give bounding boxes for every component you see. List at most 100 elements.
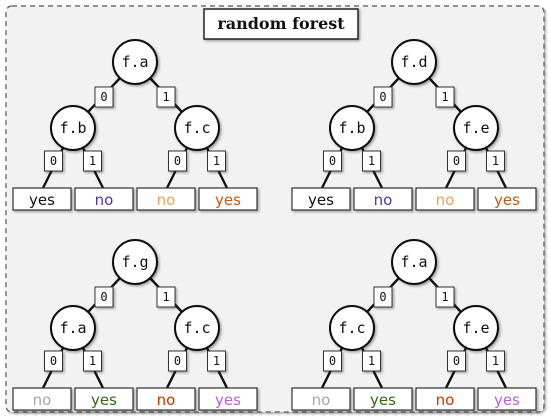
leaf-2: no <box>353 187 413 211</box>
edge-label-left-right-text: 1 <box>89 354 96 368</box>
leaf-label: no <box>374 191 393 209</box>
tree-2: 0 1 0 1 0 1 f.d f.b f.e yes no no yes <box>291 39 537 211</box>
edge-label-right-left: 0 <box>447 350 466 372</box>
leaf-3: no <box>415 387 475 411</box>
right-node: f.e <box>453 105 499 151</box>
edge-label-root-right-text: 1 <box>162 290 169 304</box>
left-node: f.c <box>329 305 375 351</box>
leaf-label: no <box>436 391 455 409</box>
leaf-label: no <box>95 191 114 209</box>
left-node: f.b <box>50 105 96 151</box>
edge-label-left-right-text: 1 <box>368 154 375 168</box>
right-node: f.c <box>174 305 220 351</box>
root-node-label: f.a <box>121 53 148 71</box>
edge-label-root-left-text: 0 <box>100 90 107 104</box>
edge-label-root-right: 1 <box>435 86 455 108</box>
edge-label-left-left: 0 <box>323 350 342 372</box>
edge-label-right-left-text: 0 <box>453 154 460 168</box>
edge-label-right-left: 0 <box>168 350 187 372</box>
root-node-label: f.d <box>400 53 427 71</box>
root-node-label: f.g <box>121 253 148 271</box>
leaf-label: no <box>33 391 52 409</box>
leaf-2: yes <box>74 387 134 411</box>
root-node: f.a <box>391 239 437 285</box>
edge-label-left-left: 0 <box>44 150 63 172</box>
edge-label-right-right-text: 1 <box>492 154 499 168</box>
edge-label-left-right-text: 1 <box>368 354 375 368</box>
leaf-4: yes <box>477 187 537 211</box>
edge-label-right-left: 0 <box>447 150 466 172</box>
leaf-1: no <box>12 387 72 411</box>
leaf-1: yes <box>291 187 351 211</box>
edge-label-root-right-text: 1 <box>162 90 169 104</box>
edge-label-right-right-text: 1 <box>213 354 220 368</box>
edge-label-left-left-text: 0 <box>329 354 336 368</box>
leaf-3: no <box>415 187 475 211</box>
edge-label-root-right-text: 1 <box>441 290 448 304</box>
edge-label-right-right: 1 <box>486 350 505 372</box>
leaf-label: no <box>436 191 455 209</box>
edge-label-root-left: 0 <box>373 286 393 308</box>
edge-label-root-right-text: 1 <box>441 90 448 104</box>
edge-label-left-left-text: 0 <box>50 154 57 168</box>
forest-title: random forest <box>217 14 345 33</box>
leaf-label: yes <box>370 391 396 409</box>
edge-label-left-right: 1 <box>83 350 102 372</box>
leaf-4: yes <box>477 387 537 411</box>
edge-label-right-right: 1 <box>207 350 226 372</box>
right-node-label: f.e <box>462 119 489 137</box>
leaf-label: yes <box>215 191 241 209</box>
right-node-label: f.e <box>462 319 489 337</box>
leaf-3: no <box>136 387 196 411</box>
leaf-1: no <box>291 387 351 411</box>
edge-label-root-left-text: 0 <box>379 290 386 304</box>
edge-label-left-right: 1 <box>362 350 381 372</box>
leaf-label: no <box>157 391 176 409</box>
edge-label-root-left-text: 0 <box>379 90 386 104</box>
left-node-label: f.b <box>59 119 86 137</box>
leaf-4: yes <box>198 187 258 211</box>
edge-label-left-right-text: 1 <box>89 154 96 168</box>
left-node-label: f.c <box>338 319 365 337</box>
leaf-4: yes <box>198 387 258 411</box>
edge-label-right-right: 1 <box>207 150 226 172</box>
root-node-label: f.a <box>400 253 427 271</box>
edge-label-left-left: 0 <box>44 350 63 372</box>
edge-label-right-left-text: 0 <box>174 154 181 168</box>
right-node: f.c <box>174 105 220 151</box>
edge-label-right-left-text: 0 <box>453 354 460 368</box>
edge-label-left-right: 1 <box>83 150 102 172</box>
leaf-label: yes <box>308 191 334 209</box>
edge-label-root-right: 1 <box>156 86 176 108</box>
tree-3: 0 1 0 1 0 1 f.g f.a f.c no yes no yes <box>12 239 258 411</box>
left-node: f.a <box>50 305 96 351</box>
leaf-label: yes <box>215 391 241 409</box>
leaf-label: yes <box>91 391 117 409</box>
edge-label-right-right-text: 1 <box>492 354 499 368</box>
edge-label-root-right: 1 <box>435 286 455 308</box>
leaf-label: yes <box>494 391 520 409</box>
right-node: f.e <box>453 305 499 351</box>
leaf-2: yes <box>353 387 413 411</box>
right-node-label: f.c <box>183 119 210 137</box>
title-box: random forest <box>203 8 359 40</box>
left-node: f.b <box>329 105 375 151</box>
right-node-label: f.c <box>183 319 210 337</box>
left-node-label: f.b <box>338 119 365 137</box>
forest-frame <box>5 5 545 413</box>
edge-label-root-right: 1 <box>156 286 176 308</box>
edge-label-left-left-text: 0 <box>50 354 57 368</box>
edge-label-left-left: 0 <box>323 150 342 172</box>
edge-label-left-right: 1 <box>362 150 381 172</box>
edge-label-root-left-text: 0 <box>100 290 107 304</box>
edge-label-left-left-text: 0 <box>329 154 336 168</box>
root-node: f.a <box>112 39 158 85</box>
root-node: f.g <box>112 239 158 285</box>
tree-4: 0 1 0 1 0 1 f.a f.c f.e no yes no yes <box>291 239 537 411</box>
edge-label-right-left-text: 0 <box>174 354 181 368</box>
edge-label-right-left: 0 <box>168 150 187 172</box>
leaf-label: no <box>312 391 331 409</box>
leaf-3: no <box>136 187 196 211</box>
